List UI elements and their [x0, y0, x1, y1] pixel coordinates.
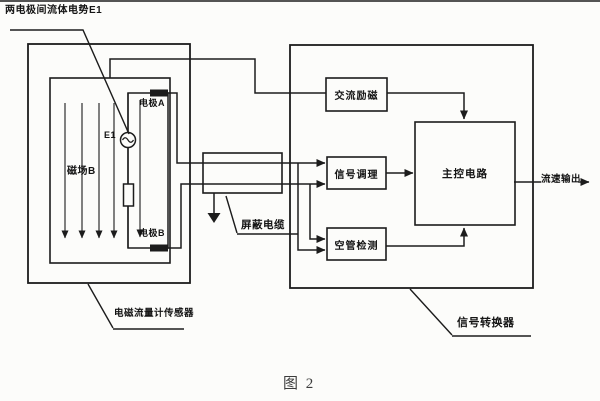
emf-callout-line: [10, 29, 130, 135]
sine-wave-icon: [121, 137, 135, 143]
flow-tube: [127, 92, 169, 249]
emf-callout-label: 两电极间流体电势E1: [5, 5, 103, 16]
excitation-wire: [109, 58, 326, 94]
sensor-callout-label: 电磁流量计传感器: [114, 308, 195, 319]
electrode-b-wire: [168, 180, 326, 249]
cable-callout-label: 屏蔽电缆: [241, 219, 285, 231]
figure-caption: 图 2: [283, 376, 316, 392]
empty-pipe-block-box: [326, 227, 387, 261]
output-label: 流速输出: [541, 174, 582, 185]
shielded-cable-box: [202, 152, 283, 194]
branch-wire-to-empty-pipe-2: [309, 184, 326, 243]
empty-pipe-block-label: 空管检测: [334, 240, 379, 252]
excitation-to-main-wire: [387, 92, 468, 120]
cable-callout-line: [225, 195, 298, 235]
resistor: [122, 183, 135, 207]
branch-wire-to-empty-pipe-1: [297, 163, 326, 254]
electrode-b-label: 电极B: [139, 228, 165, 238]
sensor-callout-line: [87, 283, 184, 330]
electrode-a-bar: [150, 89, 168, 97]
magnetic-field-label: 磁场B: [67, 166, 96, 177]
electrode-a-label: 电极A: [139, 98, 165, 108]
converter-box: [289, 44, 534, 289]
main-control-block-label: 主控电路: [442, 168, 488, 180]
electrode-b-bar: [150, 244, 168, 252]
electrode-a-wire: [168, 92, 326, 167]
emf-source-label: E1: [104, 130, 117, 140]
empty-pipe-to-main-wire: [386, 227, 468, 247]
converter-callout-label: 信号转换器: [457, 317, 515, 329]
excitation-block-box: [325, 77, 388, 112]
signal-conditioning-block-label: 信号调理: [334, 169, 379, 181]
excitation-block-label: 交流励磁: [334, 91, 379, 102]
ground-arrow-icon: [207, 213, 221, 223]
converter-callout-line: [409, 288, 531, 337]
main-control-block-box: [414, 121, 516, 226]
